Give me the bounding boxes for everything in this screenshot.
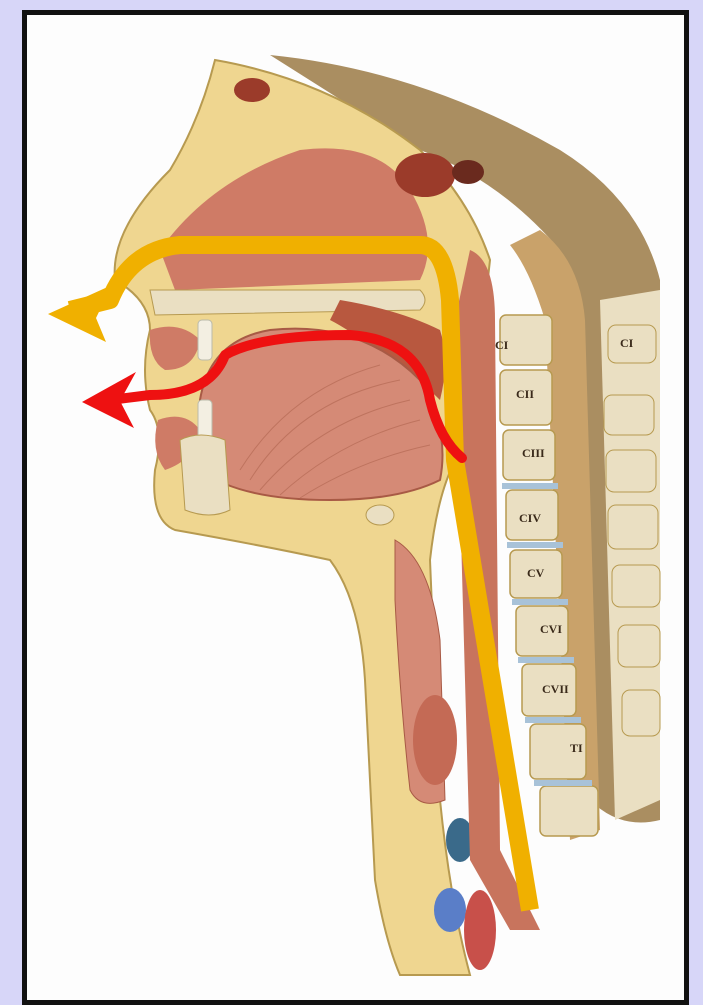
mandible — [180, 435, 230, 515]
vertebra-label-c3: CIII — [522, 446, 545, 460]
sphenoid-sinus — [395, 153, 455, 197]
sella — [452, 160, 484, 184]
upper-incisor — [198, 320, 212, 360]
frontal-sinus — [234, 78, 270, 102]
artery — [464, 890, 496, 970]
vertebra-label-c1: CI — [495, 338, 509, 352]
vertebra-label-c2: CII — [516, 387, 534, 401]
lower-incisor — [198, 400, 212, 440]
vertebra-label-c4: CIV — [519, 511, 541, 525]
thyroid — [413, 695, 457, 785]
nasal-arrowhead-icon — [48, 285, 112, 342]
vertebra-label-c7: CVII — [542, 682, 569, 696]
hyoid — [366, 505, 394, 525]
brachiocephalic-vein — [434, 888, 466, 932]
vertebra-label-c5: CV — [527, 566, 545, 580]
vertebra-label-t1: TI — [570, 741, 583, 755]
vertebra-label-c6: CVI — [540, 622, 562, 636]
posterior-label-c1: CI — [620, 336, 634, 350]
